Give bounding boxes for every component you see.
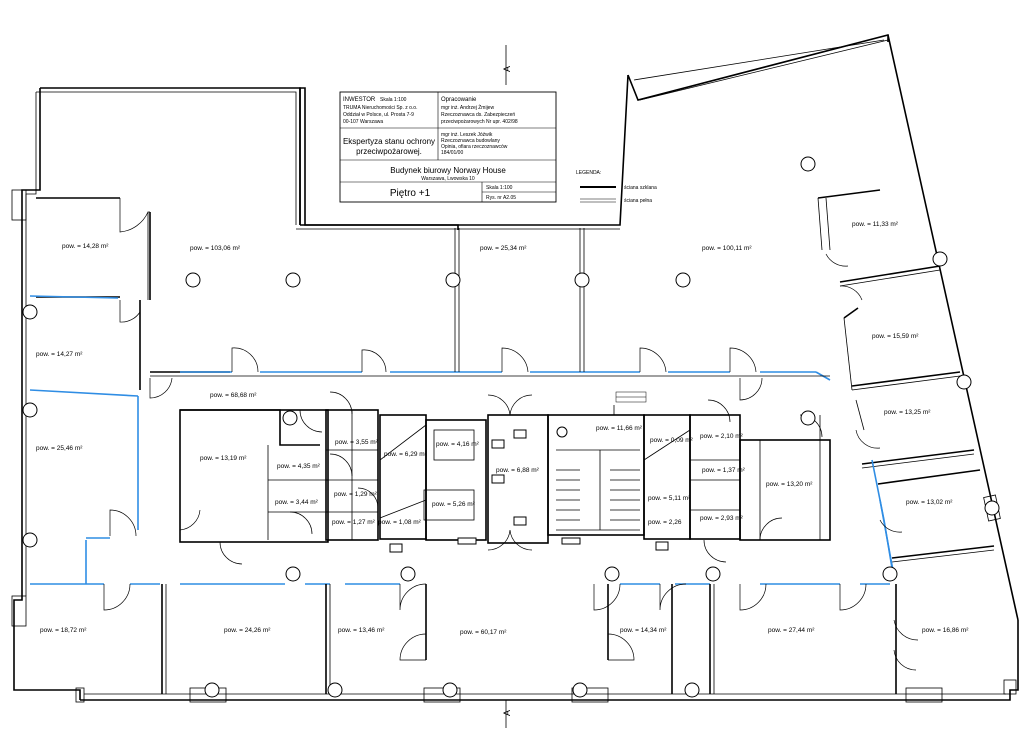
author2-line-2: Rzeczoznawca budowlany [441, 138, 500, 144]
room-label: pow. = 25,34 m² [480, 245, 527, 252]
room-label: pow. = 27,44 m² [768, 627, 815, 634]
room-label: pow. = 0,09 m² [650, 437, 694, 444]
legend: LEGENDA: ściana szklana ściana pełna [576, 170, 657, 204]
building-address: Warszawa, Lwowska 10 [421, 176, 475, 182]
room-labels: pow. = 14,28 m² pow. = 103,06 m² pow. = … [36, 221, 969, 636]
section-mark-bottom: A [502, 710, 512, 716]
doc-title-line-2: przeciwpożarowej. [356, 147, 422, 156]
room-label: pow. = 6,29 m² [384, 451, 428, 458]
room-label: pow. = 11,33 m² [852, 221, 899, 228]
author1-line-1: mgr inż. Andrzej Żmijew [441, 104, 494, 111]
drawing-number: Rys. nr A2.05 [486, 195, 516, 201]
room-label: pow. = 13,20 m² [766, 481, 813, 488]
room-label: pow. = 4,35 m² [277, 463, 321, 470]
room-label: pow. = 2,10 m² [700, 433, 744, 440]
author2-line-3: Opinia, ofiara rzeczoznawców [441, 144, 508, 150]
room-label: pow. = 2,93 m² [700, 515, 744, 522]
room-label: pow. = 60,17 m² [460, 629, 507, 636]
prepared-label: Opracowanie [441, 97, 477, 103]
room-label: pow. = 14,27 m² [36, 351, 83, 358]
room-label: pow. = 25,46 m² [36, 445, 83, 452]
title-block: INWESTOR Skala 1:100 TRUMA Nieruchomości… [339, 91, 557, 203]
room-label: pow. = 11,66 m² [596, 425, 643, 432]
room-label: pow. = 16,86 m² [922, 627, 969, 634]
room-label: pow. = 1,27 m² [332, 519, 376, 526]
room-label: pow. = 103,06 m² [190, 245, 241, 252]
room-label: pow. = 100,11 m² [702, 245, 752, 252]
room-label: pow. = 3,44 m² [275, 499, 319, 506]
room-label: pow. = 68,68 m² [210, 392, 257, 399]
legend-item-solid-wall: ściana pełna [624, 198, 652, 204]
legend-title: LEGENDA: [576, 170, 601, 176]
room-label: pow. = 14,28 m² [62, 243, 109, 250]
floor-label: Piętro +1 [390, 188, 431, 199]
room-label: pow. = 3,55 m² [335, 439, 379, 446]
room-label: pow. = 1,37 m² [702, 467, 746, 474]
room-label: pow. = 15,59 m² [872, 333, 919, 340]
legend-item-glass-wall: ściana szklana [624, 185, 657, 191]
room-label: pow. = 14,34 m² [620, 627, 667, 634]
author1-line-3: przeciwpożarowych Nr upr. 402/98 [441, 119, 518, 125]
room-label: pow. = 4,16 m² [436, 441, 480, 448]
room-label: pow. = 13,02 m² [906, 499, 953, 506]
room-label: pow. = 18,72 m² [40, 627, 87, 634]
room-label: pow. = 1,29 m² [334, 491, 378, 498]
room-label: pow. = 24,26 m² [224, 627, 271, 634]
room-label: pow. = 13,19 m² [200, 455, 247, 462]
author2-line-1: mgr inż. Leszek Jóźwik [441, 132, 493, 138]
room-label: pow. = 1,08 m² [378, 519, 422, 526]
investor-line-3: 00-107 Warszawa [343, 119, 383, 125]
section-marks: A A [502, 45, 512, 728]
doc-title-line-1: Ekspertyza stanu ochrony [343, 137, 435, 146]
room-label: pow. = 13,25 m² [884, 409, 931, 416]
investor-line-1: TRUMA Nieruchomości Sp. z o.o. [343, 105, 417, 111]
room-label: pow. = 5,26 m² [432, 501, 476, 508]
door-swings [103, 198, 919, 671]
building-name: Budynek biurowy Norway House [390, 166, 506, 175]
partitions [29, 189, 995, 694]
room-label: pow. = 6,88 m² [496, 467, 540, 474]
investor-label: INWESTOR [343, 97, 376, 103]
structural-columns [22, 156, 1000, 698]
investor-line-2: Oddział w Polsce, ul. Prosta 7-9 [343, 112, 414, 118]
room-label: pow. = 13,46 m² [338, 627, 385, 634]
outer-walls [11, 34, 1019, 703]
room-label: pow. = 2,26 [648, 519, 682, 526]
room-label: pow. = 5,11 m² [648, 495, 691, 502]
author2-line-4: 184/01/00 [441, 150, 463, 156]
author1-line-2: Rzeczoznawca ds. Zabezpieczeń [441, 112, 515, 118]
exit-sign-icon [613, 391, 647, 415]
scale-top: Skala 1:100 [380, 97, 407, 103]
scale-label: Skala 1:100 [486, 185, 513, 191]
section-mark-top: A [502, 66, 512, 72]
